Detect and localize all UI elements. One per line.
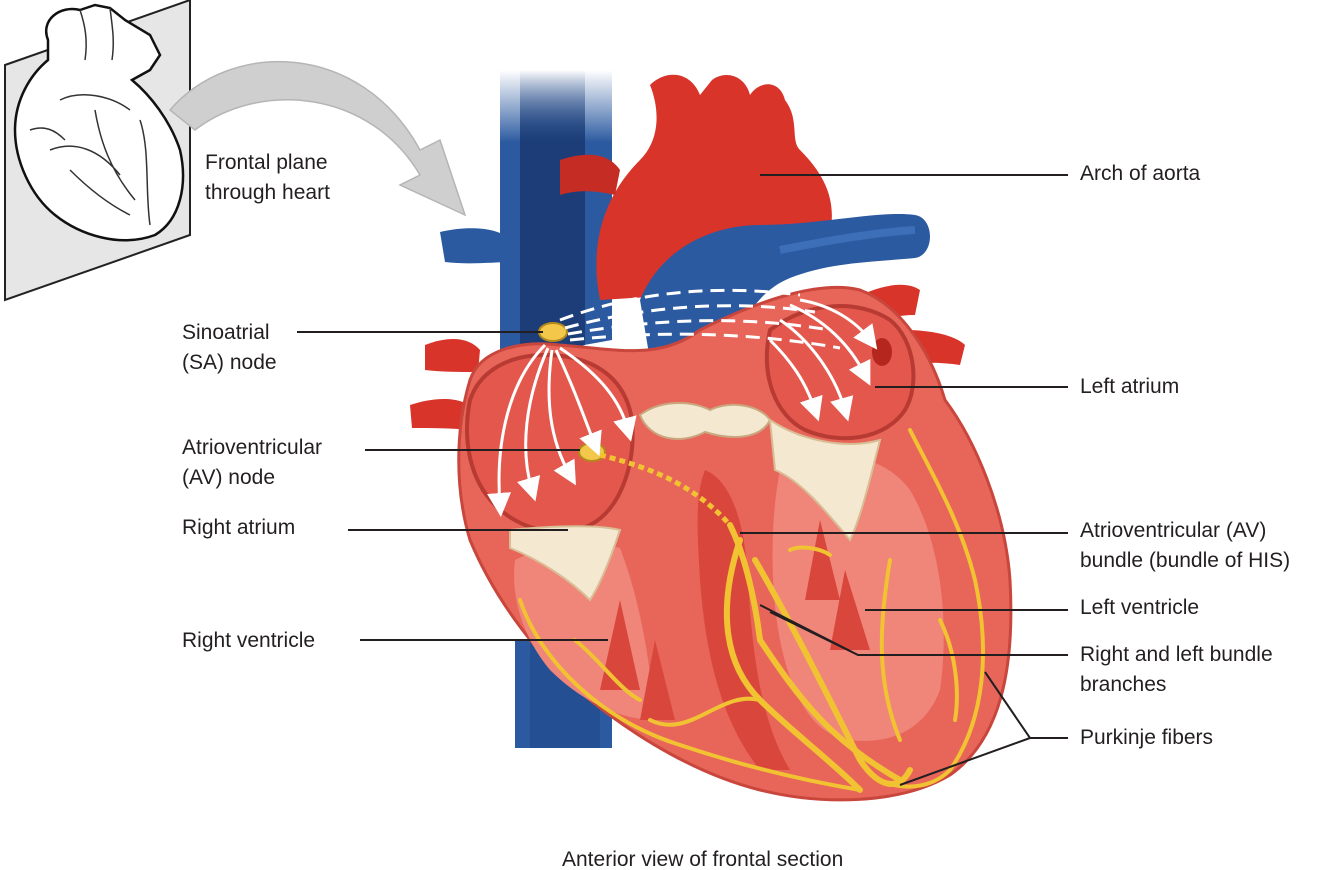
label-right-ventricle-line-1: Right ventricle [182, 629, 316, 652]
heart [410, 70, 1013, 802]
label-sa-node-line-1: Sinoatrial [182, 321, 270, 344]
inset-label-line-1: Frontal plane [205, 151, 328, 174]
inset-label: Frontal plane through heart [205, 148, 330, 208]
label-purkinje-fibers: Purkinje fibers [1080, 723, 1213, 753]
label-av-node: Atrioventricular (AV) node [182, 433, 322, 493]
leader-lines [297, 174, 1068, 786]
label-arch-of-aorta-line-1: Arch of aorta [1080, 162, 1201, 185]
label-left-ventricle: Left ventricle [1080, 593, 1199, 623]
inset-frontal-plane [4, 0, 191, 302]
label-av-node-line-2: (AV) node [182, 466, 275, 489]
label-av-bundle: Atrioventricular (AV) bundle (bundle of … [1080, 516, 1290, 576]
label-right-ventricle: Right ventricle [182, 626, 315, 656]
label-bundle-branches-line-2: branches [1080, 673, 1167, 696]
label-left-ventricle-line-1: Left ventricle [1080, 596, 1200, 619]
curved-pointer-arrow [168, 61, 467, 217]
label-purkinje-fibers-line-1: Purkinje fibers [1080, 726, 1214, 749]
label-right-atrium-line-1: Right atrium [182, 516, 296, 539]
label-sa-node: Sinoatrial (SA) node [182, 318, 277, 378]
label-av-bundle-line-1: Atrioventricular (AV) [1080, 519, 1267, 542]
label-left-atrium-line-1: Left atrium [1080, 375, 1180, 398]
label-arch-of-aorta: Arch of aorta [1080, 159, 1200, 189]
figure-caption: Anterior view of frontal section [562, 848, 844, 870]
label-bundle-branches-line-1: Right and left bundle [1080, 643, 1273, 666]
inset-label-line-2: through heart [205, 181, 330, 204]
label-right-atrium: Right atrium [182, 513, 295, 543]
label-av-bundle-line-2: bundle (bundle of HIS) [1080, 549, 1291, 572]
label-left-atrium: Left atrium [1080, 372, 1179, 402]
label-sa-node-line-2: (SA) node [182, 351, 277, 374]
label-bundle-branches: Right and left bundle branches [1080, 640, 1273, 700]
label-av-node-line-1: Atrioventricular [182, 436, 323, 459]
